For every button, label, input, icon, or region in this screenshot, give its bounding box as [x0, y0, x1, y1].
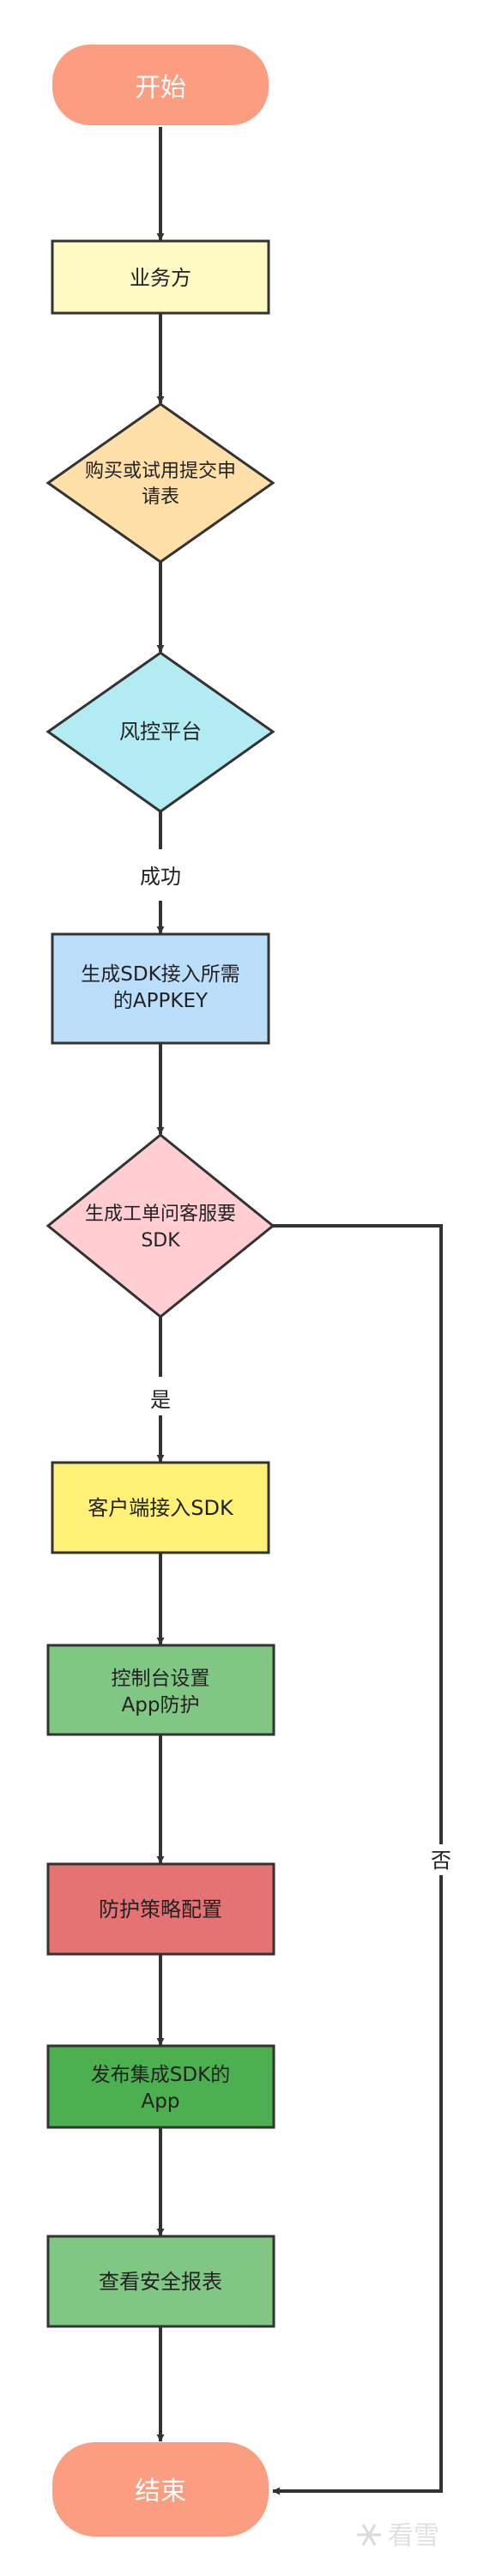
ticket-shape: [45, 1133, 275, 1318]
publish-label-line2: App: [142, 2090, 180, 2113]
ticket-label-line1: 生成工单问客服要: [85, 1204, 236, 1225]
node-end: 结束: [52, 2442, 269, 2537]
policy-shape: [46, 1862, 275, 1956]
integrate-label: 客户端接入SDK: [88, 1496, 234, 1520]
business-shape: [51, 239, 270, 315]
end-label: 结束: [135, 2476, 186, 2507]
edge-ticket-end-no: [272, 1224, 443, 2495]
node-console: 控制台设置 App防护: [46, 1644, 275, 1736]
apply-shape: [45, 402, 275, 564]
watermark: 看雪: [357, 2521, 439, 2551]
console-label-line1: 控制台设置: [112, 1668, 210, 1690]
business-label: 业务方: [130, 266, 191, 290]
node-apply: 购买或试用提交申 请表: [45, 402, 275, 564]
console-label-line2: App防护: [122, 1694, 200, 1716]
appkey-shape: [51, 932, 270, 1045]
console-shape: [46, 1644, 275, 1736]
edge-label-no: 否: [431, 1849, 451, 1873]
apply-label-line1: 购买或试用提交申: [85, 461, 236, 482]
snowflake-icon: [357, 2524, 381, 2546]
node-policy: 防护策略配置: [46, 1862, 275, 1956]
start-shape: [52, 45, 269, 125]
report-label: 查看安全报表: [99, 2270, 222, 2294]
publish-label-line1: 发布集成SDK的: [91, 2064, 230, 2086]
edge-label-yes: 是: [150, 1388, 171, 1412]
edge-label-success: 成功: [140, 865, 181, 889]
integrate-shape: [51, 1461, 270, 1554]
risk-label: 风控平台: [119, 720, 202, 744]
start-label: 开始: [135, 73, 186, 103]
watermark-text: 看雪: [388, 2521, 439, 2551]
appkey-label-line2: 的APPKEY: [113, 990, 209, 1012]
node-ticket: 生成工单问客服要 SDK: [45, 1133, 275, 1318]
edge-label-no-bg: [426, 1844, 457, 1875]
appkey-label-line1: 生成SDK接入所需: [81, 963, 239, 986]
publish-shape: [46, 2044, 275, 2129]
node-appkey: 生成SDK接入所需 的APPKEY: [51, 932, 270, 1045]
node-report: 查看安全报表: [46, 2235, 275, 2328]
node-publish: 发布集成SDK的 App: [46, 2044, 275, 2129]
ticket-label-line2: SDK: [141, 1230, 180, 1252]
node-start: 开始: [52, 45, 269, 125]
risk-shape: [45, 651, 275, 813]
apply-label-line2: 请表: [142, 486, 179, 508]
node-risk: 风控平台: [45, 651, 275, 813]
node-integrate: 客户端接入SDK: [51, 1461, 270, 1554]
end-shape: [52, 2442, 269, 2537]
node-business: 业务方: [51, 239, 270, 315]
policy-label: 防护策略配置: [99, 1897, 222, 1921]
report-shape: [46, 2235, 275, 2328]
